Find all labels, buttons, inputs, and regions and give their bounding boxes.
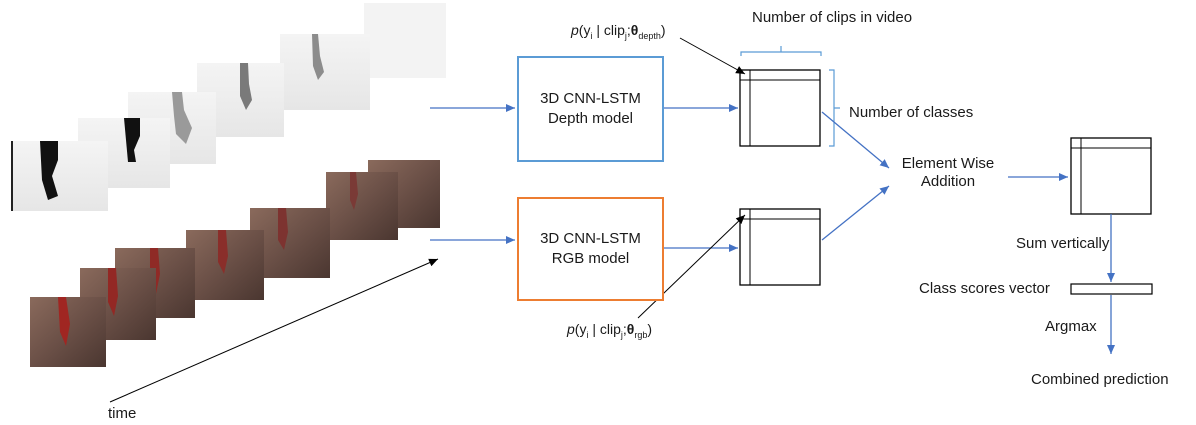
depth-formula: p(yi | clipj;θdepth): [571, 22, 666, 41]
depth-frames: [11, 3, 446, 211]
rgb-frame: [186, 230, 264, 300]
rgb-formula: p(yi | clipj;θrgb): [567, 321, 653, 340]
combined-prediction-label: Combined prediction: [1031, 371, 1169, 388]
clips-in-video-label: Number of clips in video: [752, 9, 913, 26]
rgb-frame: [326, 172, 398, 240]
element-wise-addition-label: Element Wise Addition: [893, 155, 1003, 191]
argmax-label: Argmax: [1045, 318, 1097, 335]
rgb-score-matrix: [739, 208, 821, 286]
depth-formula-pointer: [679, 37, 746, 75]
depth-to-addition-arrow: [821, 111, 890, 169]
number-of-classes-label: Number of classes: [849, 104, 974, 121]
depth-frame: [364, 3, 446, 78]
depth-model-box: 3D CNN-LSTM Depth model: [517, 56, 664, 162]
time-arrow: [109, 258, 439, 403]
class-scores-vector-label: Class scores vector: [919, 280, 1050, 297]
rgb-frame: [30, 297, 106, 367]
element-wise-addition-line1: Element Wise: [901, 155, 995, 172]
depth-model-line2: Depth model: [547, 110, 634, 127]
clips-bracket: [740, 46, 822, 56]
classes-bracket: [829, 69, 840, 147]
time-label: time: [108, 405, 137, 422]
combined-score-matrix: [1070, 137, 1152, 215]
rgb-to-addition-arrow: [821, 185, 890, 241]
sum-vertically-label: Sum vertically: [1016, 235, 1110, 252]
depth-score-matrix: [739, 69, 821, 147]
rgb-model-box: 3D CNN-LSTM RGB model: [517, 197, 664, 301]
depth-frame: [280, 34, 370, 110]
rgb-frames: [30, 160, 440, 367]
depth-frame: [11, 141, 108, 211]
class-scores-vector: [1070, 283, 1153, 295]
rgb-model-line1: 3D CNN-LSTM: [540, 230, 641, 247]
element-wise-addition-line2: Addition: [920, 173, 976, 190]
rgb-model-line2: RGB model: [551, 250, 630, 267]
depth-model-line1: 3D CNN-LSTM: [540, 90, 641, 107]
